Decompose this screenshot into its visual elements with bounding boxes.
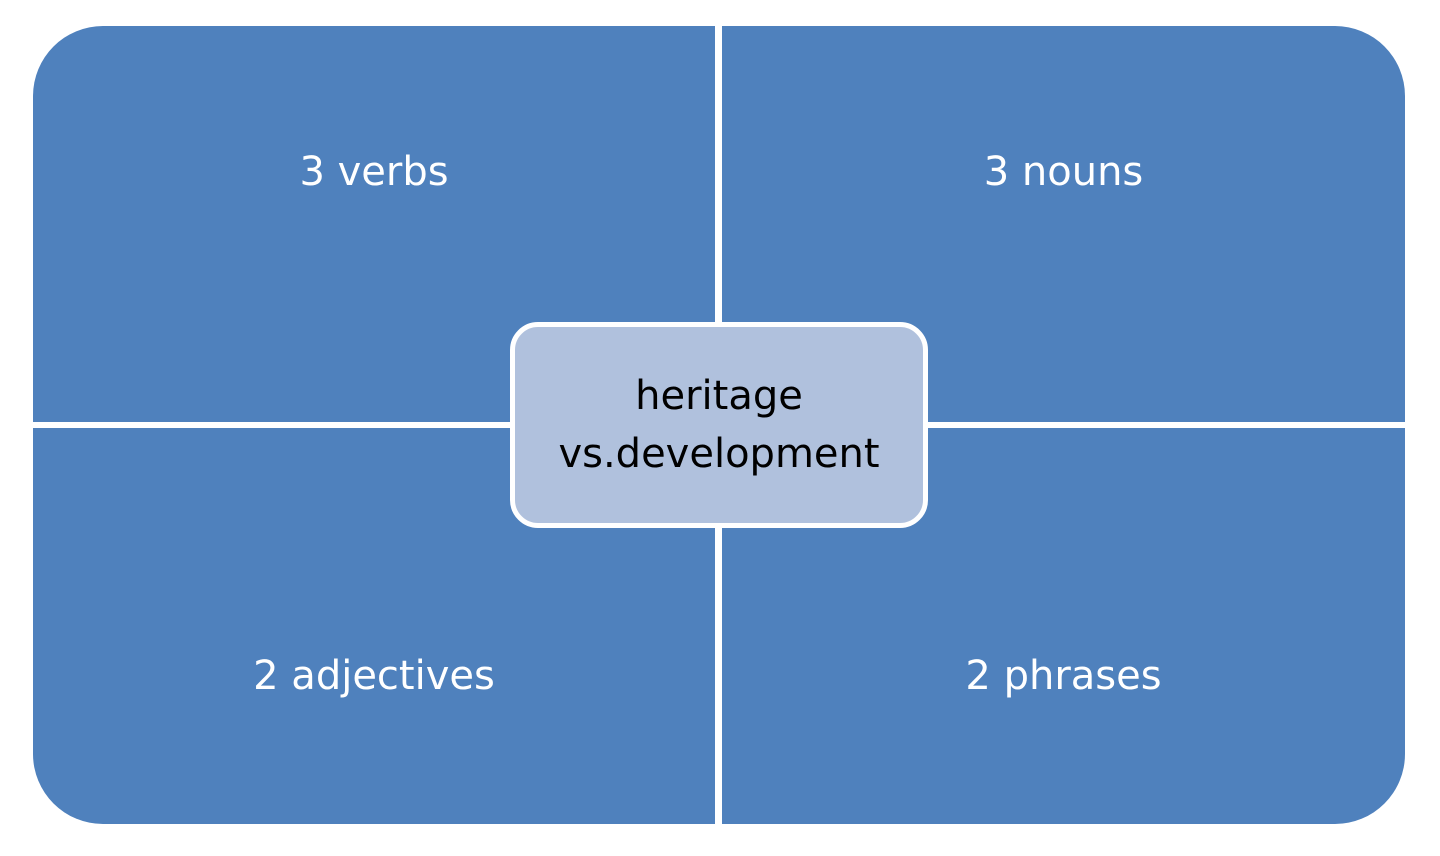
center-topic-line-2: vs.development (558, 431, 880, 477)
quadrant-label-adjectives: 2 adjectives (253, 653, 495, 699)
center-topic-line-1: heritage (635, 373, 803, 419)
quadrant-label-phrases: 2 phrases (965, 653, 1162, 699)
quadrant-label-verbs: 3 verbs (299, 149, 449, 195)
quadrant-label-nouns: 3 nouns (983, 149, 1144, 195)
quadrant-bottom-left: 2 adjectives (33, 428, 715, 824)
quadrant-top-left: 3 verbs (33, 26, 715, 422)
center-topic-box: heritage vs.development (510, 322, 928, 528)
